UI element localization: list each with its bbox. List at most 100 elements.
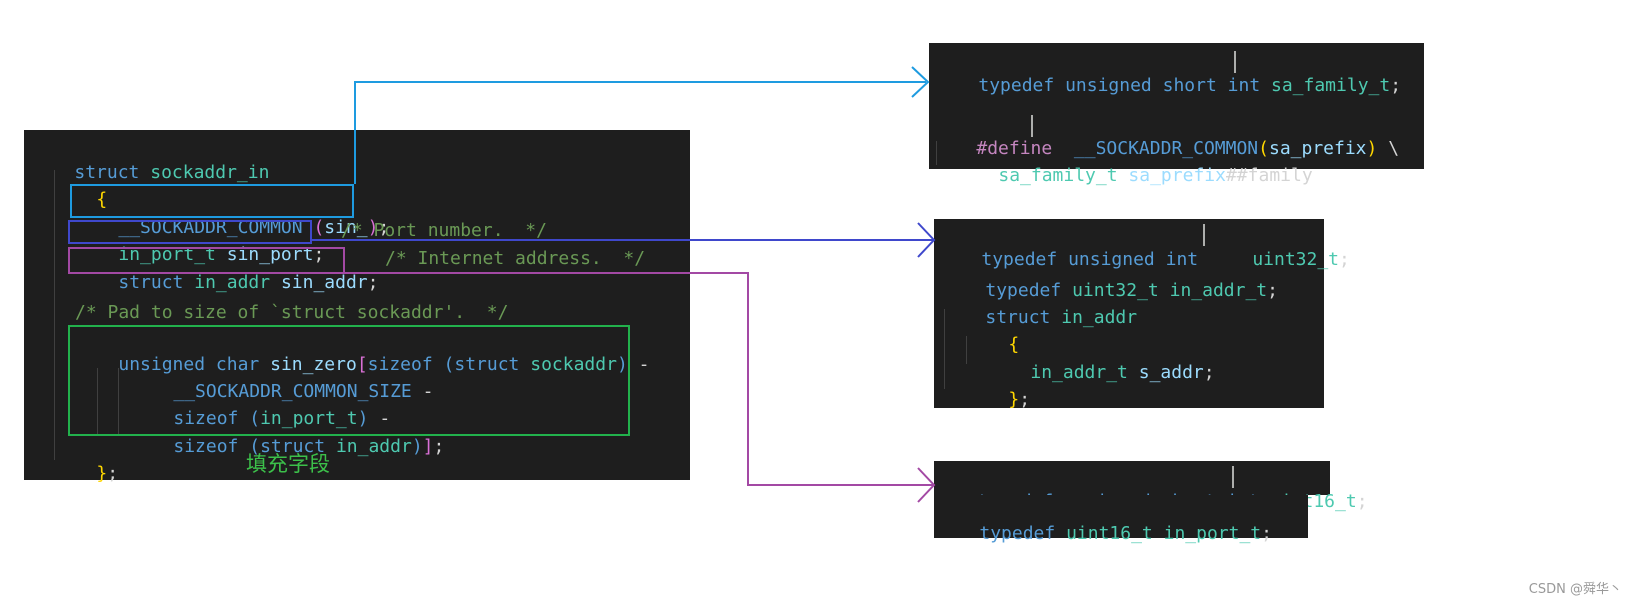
type-in-addr-t: in_addr_t [1030, 362, 1128, 383]
keyword-unsigned: unsigned [1065, 75, 1152, 96]
bracket: [ [356, 354, 368, 375]
code-line-typedef-in-port-t: typedef uint16_t in_port_t; [936, 498, 1272, 570]
type-sa-family-t: sa_family_t [1271, 75, 1391, 96]
semicolon: ; [367, 272, 379, 293]
text-cursor [1232, 466, 1234, 488]
arrowhead-port-to-uint32 [917, 222, 936, 258]
type-in-port-t: in_port_t [118, 244, 216, 265]
semicolon: ; [1019, 389, 1031, 410]
keyword-struct: struct [985, 307, 1051, 328]
semicolon: ; [1339, 249, 1350, 270]
code-line-open-brace: { [53, 164, 107, 236]
code-line-define-common: #define __SOCKADDR_COMMON(sa_prefix) \ [933, 113, 1399, 185]
keyword-unsigned: unsigned [118, 354, 206, 375]
keyword-unsigned: unsigned [1068, 249, 1155, 270]
family-code-panel: typedef unsigned short int sa_family_t; … [929, 43, 1424, 186]
keyword-struct: struct [260, 436, 326, 457]
semicolon: ; [1390, 75, 1402, 96]
semicolon: ; [1356, 491, 1368, 512]
arg-sin: sin_ [324, 217, 368, 238]
paren: ) [1366, 138, 1378, 159]
minus: - [379, 408, 391, 429]
code-line-sin-addr: struct in_addr sin_addr; [75, 247, 378, 319]
close-brace: } [1008, 389, 1020, 410]
directive-define: #define [976, 138, 1053, 159]
keyword-short: short [1162, 75, 1217, 96]
close-brace: } [96, 463, 108, 484]
keyword-typedef: typedef [978, 75, 1055, 96]
indent-guide [966, 336, 967, 364]
in-addr-code-panel: typedef unsigned int uint32_t; typedef u… [934, 219, 1350, 410]
macro-sockaddr-common: __SOCKADDR_COMMON [1073, 138, 1259, 159]
type-sockaddr-in: sockaddr_in [150, 162, 270, 183]
keyword-char: char [215, 354, 260, 375]
code-line-sin-zero: unsigned char sin_zero[sizeof (struct so… [75, 329, 649, 401]
keyword-sizeof: sizeof [173, 408, 239, 429]
code-line-struct-in-addr: struct in_addr [942, 282, 1137, 354]
text-cursor [1234, 51, 1236, 73]
code-line-s-addr: in_addr_t s_addr; [987, 337, 1215, 409]
semicolon: ; [1203, 362, 1215, 383]
paren: ) [411, 436, 423, 457]
keyword-sizeof: sizeof [173, 436, 239, 457]
semicolon: ; [107, 463, 119, 484]
keyword-struct: struct [454, 354, 520, 375]
type-in-addr: in_addr [1061, 307, 1138, 328]
type-uint16-t: uint16_t [1066, 523, 1153, 544]
field-sin-port: sin_port [226, 244, 314, 265]
arrowhead-addr-to-in-addr [917, 467, 936, 503]
field-sin-zero: sin_zero [270, 354, 357, 375]
paren: ) [367, 217, 379, 238]
keyword-int: int [1165, 249, 1199, 270]
code-line-sockaddr-common: __SOCKADDR_COMMON (sin_); [75, 192, 389, 264]
bracket: ] [422, 436, 434, 457]
arrow-common-to-family [354, 81, 926, 184]
code-line-struct-header: struct sockaddr_in [31, 137, 269, 209]
macro-common-size: __SOCKADDR_COMMON_SIZE [173, 381, 412, 402]
code-line-common-size: __SOCKADDR_COMMON_SIZE - [130, 356, 433, 428]
code-line-in-addr-close: }; [965, 364, 1030, 436]
text-cursor [1203, 224, 1205, 246]
type-in-addr-t: in_addr_t [1169, 280, 1268, 301]
type-uint32-t: uint32_t [1252, 249, 1340, 270]
param-sa-prefix: sa_prefix [1128, 165, 1226, 186]
highlight-box-padding [68, 325, 630, 436]
field-s-addr: s_addr [1138, 362, 1204, 383]
code-line-close-brace: }; [53, 438, 118, 510]
type-in-port-t: in_port_t [260, 408, 358, 429]
code-line-sin-port: in_port_t sin_port; [75, 219, 324, 291]
type-in-addr: in_addr [335, 436, 412, 457]
indent-guide [54, 170, 55, 460]
minus: - [638, 354, 650, 375]
open-brace: { [1008, 334, 1020, 355]
highlight-box-sockaddr-common [70, 184, 354, 218]
type-sa-family-t: sa_family_t [998, 165, 1118, 186]
keyword-typedef: typedef [979, 523, 1056, 544]
arrowhead-common-to-family [911, 66, 930, 98]
param-sa-prefix: sa_prefix [1268, 138, 1367, 159]
paren: ( [249, 436, 261, 457]
semicolon: ; [1267, 280, 1278, 301]
code-line-sa-family-field: sa_family_t sa_prefix##family [955, 140, 1312, 212]
code-line-typedef-uint32: typedef unsigned int uint32_t; [938, 224, 1350, 296]
field-sin-addr: sin_addr [280, 272, 368, 293]
type-in-port-t: in_port_t [1163, 523, 1262, 544]
indent-guide [97, 368, 98, 436]
type-in-addr: in_addr [194, 272, 271, 293]
code-line-sizeof-addr: sizeof (struct in_addr)]; [130, 411, 444, 483]
comment-pad-size: /* Pad to size of `struct sockaddr'. */ [75, 302, 509, 323]
indent-guide [944, 309, 945, 389]
macro-sockaddr-common: __SOCKADDR_COMMON [118, 217, 303, 238]
type-sockaddr: sockaddr [530, 354, 617, 375]
keyword-int: int [1227, 75, 1261, 96]
keyword-struct: struct [118, 272, 184, 293]
paren: ( [1258, 138, 1269, 159]
comment-port-number: /* Port number. */ [341, 220, 547, 241]
code-line-sizeof-port: sizeof (in_port_t) - [130, 383, 390, 455]
keyword-typedef: typedef [981, 249, 1058, 270]
semicolon: ; [1261, 523, 1272, 544]
padding-field-label: 填充字段 [246, 452, 330, 476]
line-continuation: \ [1388, 138, 1400, 159]
code-line-typedef-sa-family: typedef unsigned short int sa_family_t; [935, 50, 1401, 122]
